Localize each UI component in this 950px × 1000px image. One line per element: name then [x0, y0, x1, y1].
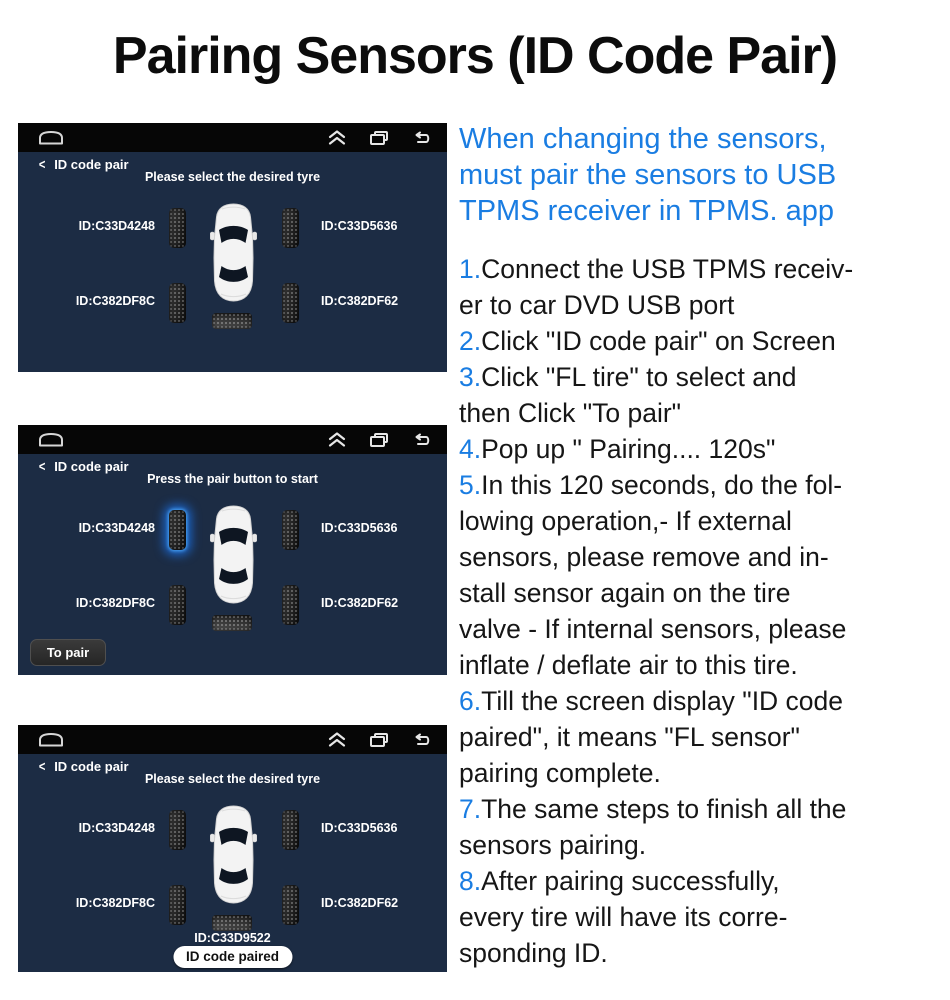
back-nav[interactable]: < ID code pair	[38, 156, 129, 172]
sensor-id-rear-left: ID:C382DF8C	[75, 294, 155, 308]
car-top-view	[210, 805, 257, 904]
intro-note: When changing the sensors, must pair the…	[459, 123, 837, 227]
sensor-id-front-left: ID:C33D4248	[78, 821, 155, 835]
tire-rear-right[interactable]	[282, 585, 299, 625]
screen-message: Please select the desired tyre	[144, 772, 321, 786]
screen-message: Please select the desired tyre	[144, 170, 321, 184]
status-bar	[18, 425, 447, 454]
step-1: 1.Connect the USB TPMS receiv- er to car…	[459, 251, 943, 323]
car-top-view	[210, 505, 257, 604]
back-chevron-icon: <	[38, 156, 46, 172]
sensor-id-rear-left: ID:C382DF8C	[75, 596, 155, 610]
step-number: 3.	[459, 362, 482, 392]
screen-message: Press the pair button to start	[147, 472, 318, 486]
step-text: Pop up " Pairing.... 120s"	[481, 434, 776, 464]
chevrons-up-icon[interactable]	[328, 431, 346, 448]
recent-apps-icon[interactable]	[369, 732, 389, 748]
sensor-id-rear-left: ID:C382DF8C	[75, 896, 155, 910]
step-6: 6.Till the screen display "ID code paire…	[459, 683, 943, 791]
step-text: Click "FL tire" to select and then Click…	[459, 362, 797, 428]
tire-front-right[interactable]	[282, 208, 299, 248]
sensor-id-front-right: ID:C33D5636	[321, 521, 398, 535]
back-chevron-icon: <	[38, 458, 46, 474]
home-icon[interactable]	[38, 432, 64, 448]
instructions-column: When changing the sensors, must pair the…	[459, 121, 943, 971]
home-icon[interactable]	[38, 732, 64, 748]
step-5: 5.In this 120 seconds, do the fol- lowin…	[459, 467, 943, 683]
step-3: 3.Click "FL tire" to select and then Cli…	[459, 359, 943, 431]
status-bar-actions	[328, 129, 431, 146]
tpms-screenshot-select-tyre: < ID code pair Please select the desired…	[18, 123, 447, 372]
to-pair-button[interactable]: To pair	[30, 639, 106, 666]
steps-list: 1.Connect the USB TPMS receiv- er to car…	[459, 251, 943, 971]
screen-title: ID code pair	[54, 458, 129, 474]
tire-rear-left[interactable]	[169, 885, 186, 925]
page-title: Pairing Sensors (ID Code Pair)	[112, 27, 838, 85]
recent-apps-icon[interactable]	[369, 432, 389, 448]
back-chevron-icon: <	[38, 758, 46, 774]
status-bar	[18, 123, 447, 152]
back-nav[interactable]: < ID code pair	[38, 758, 129, 774]
step-number: 1.	[459, 254, 482, 284]
screen-title: ID code pair	[54, 758, 129, 774]
back-icon[interactable]	[412, 433, 431, 446]
status-bar	[18, 725, 447, 754]
step-text: The same steps to finish all the sensors…	[459, 794, 847, 860]
tire-front-right[interactable]	[282, 510, 299, 550]
tire-spare[interactable]	[212, 313, 252, 329]
step-number: 2.	[459, 326, 482, 356]
status-bar-actions	[328, 731, 431, 748]
id-code-paired-badge: ID code paired	[172, 946, 293, 968]
tire-spare[interactable]	[212, 915, 252, 931]
tire-rear-right[interactable]	[282, 885, 299, 925]
tire-rear-left[interactable]	[169, 585, 186, 625]
sensor-id-rear-right: ID:C382DF62	[321, 896, 399, 910]
home-icon[interactable]	[38, 130, 64, 146]
tire-front-left[interactable]	[169, 810, 186, 850]
tire-front-left[interactable]	[169, 208, 186, 248]
step-text: In this 120 seconds, do the fol- lowing …	[459, 470, 847, 680]
tpms-screenshot-paired: < ID code pair Please select the desired…	[18, 725, 447, 972]
step-7: 7.The same steps to finish all the senso…	[459, 791, 943, 863]
tire-rear-right[interactable]	[282, 283, 299, 323]
step-number: 4.	[459, 434, 482, 464]
tire-rear-left[interactable]	[169, 283, 186, 323]
step-text: Connect the USB TPMS receiv- er to car D…	[459, 254, 854, 320]
tire-front-left-selected[interactable]	[169, 510, 186, 550]
sensor-id-front-right: ID:C33D5636	[321, 219, 398, 233]
sensor-id-rear-right: ID:C382DF62	[321, 596, 399, 610]
sensor-id-rear-right: ID:C382DF62	[321, 294, 399, 308]
step-text: Till the screen display "ID code paired"…	[459, 686, 844, 788]
step-4: 4.Pop up " Pairing.... 120s"	[459, 431, 943, 467]
screen-title: ID code pair	[54, 156, 129, 172]
sensor-id-front-right: ID:C33D5636	[321, 821, 398, 835]
sensor-id-spare: ID:C33D9522	[194, 931, 271, 945]
back-icon[interactable]	[412, 733, 431, 746]
step-number: 8.	[459, 866, 482, 896]
tpms-screenshot-pairing: < ID code pair Press the pair button to …	[18, 425, 447, 675]
status-bar-actions	[328, 431, 431, 448]
sensor-id-front-left: ID:C33D4248	[78, 219, 155, 233]
step-number: 7.	[459, 794, 482, 824]
recent-apps-icon[interactable]	[369, 130, 389, 146]
back-icon[interactable]	[412, 131, 431, 144]
step-text: Click "ID code pair" on Screen	[481, 326, 836, 356]
chevrons-up-icon[interactable]	[328, 731, 346, 748]
step-8: 8.After pairing successfully, every tire…	[459, 863, 943, 971]
step-text: After pairing successfully, every tire w…	[459, 866, 788, 968]
step-number: 6.	[459, 686, 482, 716]
tire-spare[interactable]	[212, 615, 252, 631]
step-number: 5.	[459, 470, 482, 500]
chevrons-up-icon[interactable]	[328, 129, 346, 146]
car-top-view	[210, 203, 257, 302]
back-nav[interactable]: < ID code pair	[38, 458, 129, 474]
tire-front-right[interactable]	[282, 810, 299, 850]
step-2: 2.Click "ID code pair" on Screen	[459, 323, 943, 359]
sensor-id-front-left: ID:C33D4248	[78, 521, 155, 535]
